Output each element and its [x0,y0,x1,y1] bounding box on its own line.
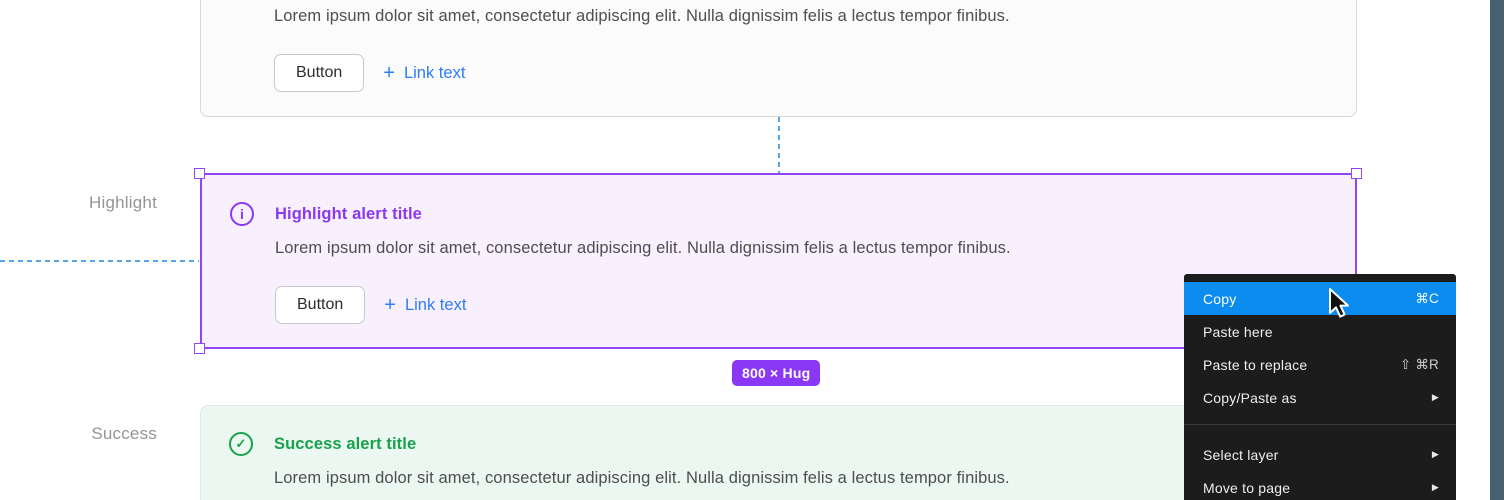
menu-item-label: Paste here [1203,323,1273,340]
alert-actions: Button + Link text [275,286,466,324]
alert-link[interactable]: + Link text [384,294,466,317]
submenu-arrow-icon: ▶ [1431,392,1439,402]
menu-item-copy[interactable]: Copy ⌘C [1184,282,1456,315]
alert-header: ✓ Success alert title [229,432,416,456]
alert-title: Success alert title [274,434,417,453]
alert-button[interactable]: Button [275,286,366,324]
check-icon: ✓ [229,432,253,456]
selection-size-badge: 800 × Hug [732,360,821,386]
alert-header: i Highlight alert title [230,202,422,226]
alert-body-text: Lorem ipsum dolor sit amet, consectetur … [274,7,1010,25]
alert-link-label: Link text [404,295,467,314]
menu-item-label: Select layer [1203,446,1279,463]
mouse-cursor-icon [1329,288,1349,318]
menu-item-copy-paste-as[interactable]: Copy/Paste as ▶ [1184,381,1456,414]
menu-item-label: Copy [1203,290,1237,307]
submenu-arrow-icon: ▶ [1431,482,1439,492]
default-alert-card[interactable]: Lorem ipsum dolor sit amet, consectetur … [200,0,1357,117]
right-panel-edge [1490,0,1504,500]
row-label-success[interactable]: Success [91,424,157,443]
menu-item-label: Paste to replace [1203,356,1308,373]
alignment-guide-horizontal [0,260,199,262]
plus-icon: + [383,61,395,84]
menu-separator [1184,424,1456,425]
menu-item-move-to-page[interactable]: Move to page ▶ [1184,471,1456,500]
menu-shortcut: ⌘C [1415,290,1439,306]
alert-body-text: Lorem ipsum dolor sit amet, consectetur … [274,469,1010,487]
submenu-arrow-icon: ▶ [1431,449,1439,459]
selection-handle-bottom-left[interactable] [194,343,205,354]
alert-title: Highlight alert title [275,204,422,223]
alert-link[interactable]: + Link text [383,62,465,85]
highlight-alert-card-selected[interactable]: i Highlight alert title Lorem ipsum dolo… [200,173,1357,349]
menu-item-label: Move to page [1203,479,1291,496]
plus-icon: + [384,293,396,316]
menu-item-paste-here[interactable]: Paste here [1184,315,1456,348]
selection-handle-top-left[interactable] [194,168,205,179]
menu-item-select-layer[interactable]: Select layer ▶ [1184,438,1456,471]
menu-item-label: Copy/Paste as [1203,389,1297,406]
menu-shortcut: ⇧ ⌘R [1399,356,1439,372]
alert-link-label: Link text [403,63,466,82]
alert-body-text: Lorem ipsum dolor sit amet, consectetur … [275,239,1011,257]
context-menu: Copy ⌘C Paste here Paste to replace ⇧ ⌘R… [1184,274,1456,500]
info-icon: i [230,202,254,226]
menu-item-paste-to-replace[interactable]: Paste to replace ⇧ ⌘R [1184,348,1456,381]
selection-handle-top-right[interactable] [1351,168,1362,179]
alert-actions: Button + Link text [274,54,465,92]
alert-button[interactable]: Button [274,54,365,92]
row-label-highlight[interactable]: Highlight [89,193,157,212]
